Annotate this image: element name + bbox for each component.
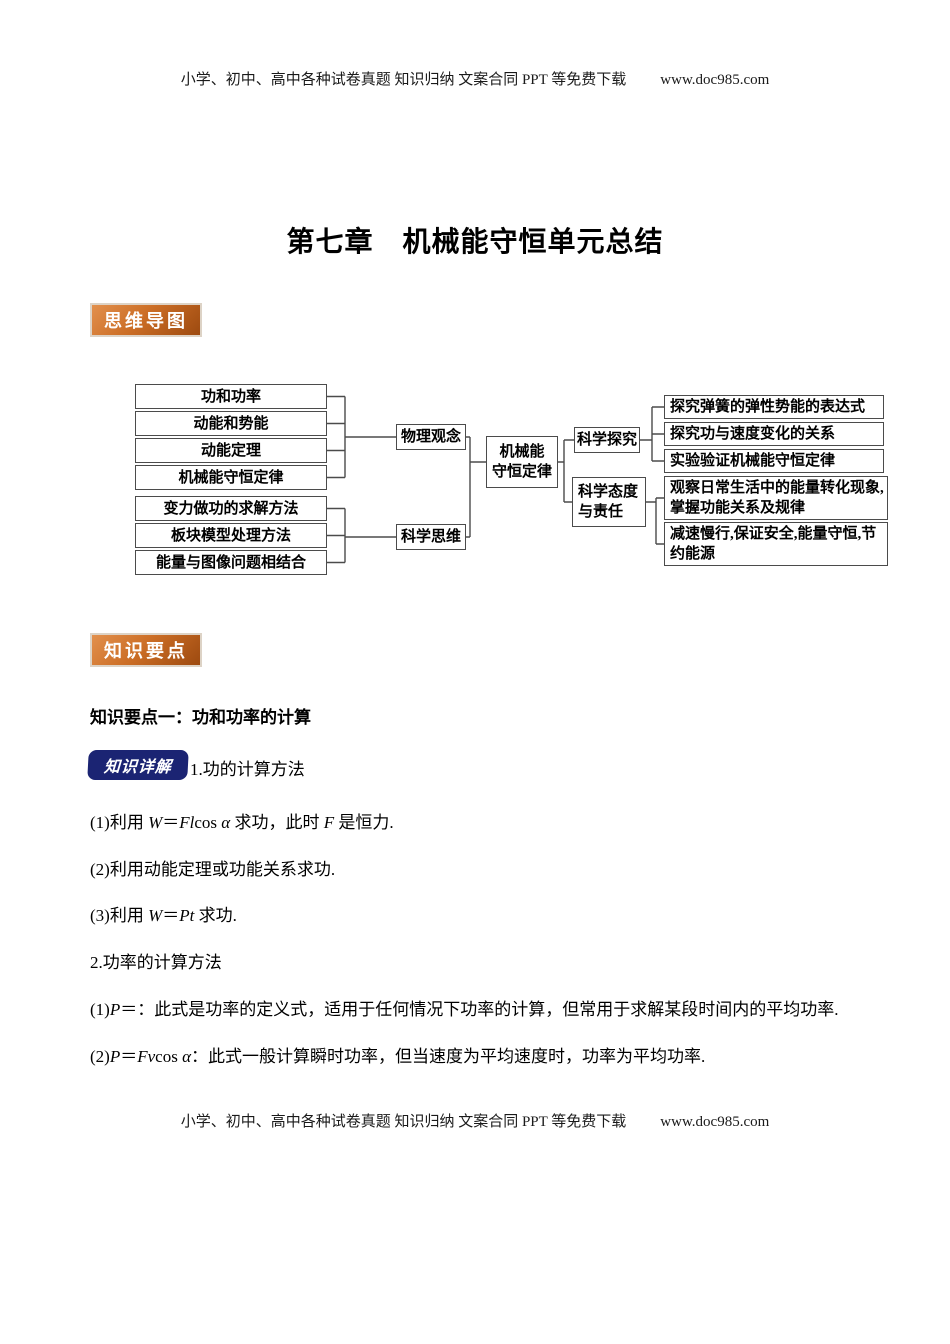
text-segment: (1)利用 xyxy=(90,813,149,832)
text-segment: ：此式一般计算瞬时功率，但当速度为平均速度时，功率为平均功率. xyxy=(191,1047,706,1066)
var-W: W xyxy=(148,813,163,832)
detail-row: 知识详解 1.功的计算方法 xyxy=(87,750,305,780)
node-central-topic: 机械能 守恒定律 xyxy=(486,436,558,488)
line-power-formula-2: (2)P＝Fvcos α：此式一般计算瞬时功率，但当速度为平均速度时，功率为平均… xyxy=(90,1042,705,1067)
node-physics-concept: 物理观念 xyxy=(396,424,466,450)
var-alpha: α xyxy=(221,813,231,832)
text-segment: (2) xyxy=(90,1047,110,1066)
header-site-link[interactable]: www.doc985.com xyxy=(660,72,770,88)
var-P: P xyxy=(109,1000,121,1019)
leaf-slow-down-save-energy: 减速慢行,保证安全,能量守恒,节约能源 xyxy=(664,522,888,566)
var-alpha: α xyxy=(182,1047,192,1066)
equals-sign: ＝ xyxy=(162,906,180,925)
var-W: W xyxy=(148,906,163,925)
node-energy-graph-problems: 能量与图像问题相结合 xyxy=(135,550,327,575)
var-Fl: Fl xyxy=(179,813,195,832)
text-segment: 是恒力. xyxy=(334,813,394,832)
node-mechanical-energy-law: 机械能守恒定律 xyxy=(135,465,327,490)
text-segment: 求功，此时 xyxy=(230,813,324,832)
page-header: 小学、初中、高中各种试卷真题 知识归纳 文案合同 PPT 等免费下载 www.do… xyxy=(0,68,950,89)
section-heading: 知识要点一：功和功率的计算 xyxy=(90,708,311,727)
equals-sign: ＝ xyxy=(120,1047,138,1066)
central-topic-line1: 机械能 xyxy=(499,444,545,460)
leaf-spring-potential-energy: 探究弹簧的弹性势能的表达式 xyxy=(664,395,884,419)
node-kinetic-energy-theorem: 动能定理 xyxy=(135,438,327,463)
leaf-daily-energy-conversion: 观察日常生活中的能量转化现象,掌握功能关系及规律 xyxy=(664,476,888,520)
central-topic-line2: 守恒定律 xyxy=(491,464,552,480)
mindmap-badge: 思维导图 xyxy=(90,303,202,337)
node-scientific-inquiry: 科学探究 xyxy=(574,427,640,453)
subheading-power-methods: 2.功率的计算方法 xyxy=(90,953,222,972)
cos-text: cos xyxy=(194,813,222,832)
node-attitude-responsibility: 科学态度 与责任 xyxy=(572,477,646,527)
var-P: P xyxy=(109,1047,121,1066)
node-variable-force-work: 变力做功的求解方法 xyxy=(135,496,327,521)
footer-promo-text: 小学、初中、高中各种试卷真题 知识归纳 文案合同 PPT 等免费下载 xyxy=(180,1114,627,1130)
text-segment: 求功. xyxy=(194,906,237,925)
text-segment: (3)利用 xyxy=(90,906,149,925)
node-block-model-method: 板块模型处理方法 xyxy=(135,523,327,548)
leaf-experiment-verification: 实验验证机械能守恒定律 xyxy=(664,449,884,473)
node-work-and-power: 功和功率 xyxy=(135,384,327,409)
cos-text: cos xyxy=(155,1047,183,1066)
detail-badge: 知识详解 xyxy=(87,750,189,780)
knowledge-badge: 知识要点 xyxy=(90,633,202,667)
subheading-work-methods: 1.功的计算方法 xyxy=(190,760,305,779)
text-segment: ＝：此式是功率的定义式，适用于任何情况下功率的计算，但常用于求解某段时间内的平均… xyxy=(120,1000,839,1019)
footer-site-link[interactable]: www.doc985.com xyxy=(660,1114,770,1130)
line-work-formula-2: (2)利用动能定理或功能关系求功. xyxy=(90,860,336,879)
mindmap-diagram: 功和功率 动能和势能 动能定理 机械能守恒定律 变力做功的求解方法 板块模型处理… xyxy=(0,0,950,620)
node-scientific-thinking: 科学思维 xyxy=(396,524,466,550)
var-F: F xyxy=(323,813,335,832)
line-power-formula-1: (1)P＝：此式是功率的定义式，适用于任何情况下功率的计算，但常用于求解某段时间… xyxy=(90,995,838,1020)
page-footer: 小学、初中、高中各种试卷真题 知识归纳 文案合同 PPT 等免费下载 www.do… xyxy=(0,1110,950,1131)
leaf-work-velocity-relation: 探究功与速度变化的关系 xyxy=(664,422,884,446)
attitude-line1: 科学态度 xyxy=(578,484,639,500)
line-work-formula-3: (3)利用 W＝Pt 求功. xyxy=(90,901,237,926)
line-work-formula-1: (1)利用 W＝Flcos α 求功，此时 F 是恒力. xyxy=(90,808,394,833)
text-segment: (1) xyxy=(90,1000,110,1019)
header-promo-text: 小学、初中、高中各种试卷真题 知识归纳 文案合同 PPT 等免费下载 xyxy=(180,72,627,88)
attitude-line2: 与责任 xyxy=(578,504,624,520)
var-Pt: Pt xyxy=(179,906,195,925)
node-kinetic-potential-energy: 动能和势能 xyxy=(135,411,327,436)
equals-sign: ＝ xyxy=(162,813,180,832)
var-Fv: Fv xyxy=(137,1047,156,1066)
page-title: 第七章 机械能守恒单元总结 xyxy=(286,227,664,258)
